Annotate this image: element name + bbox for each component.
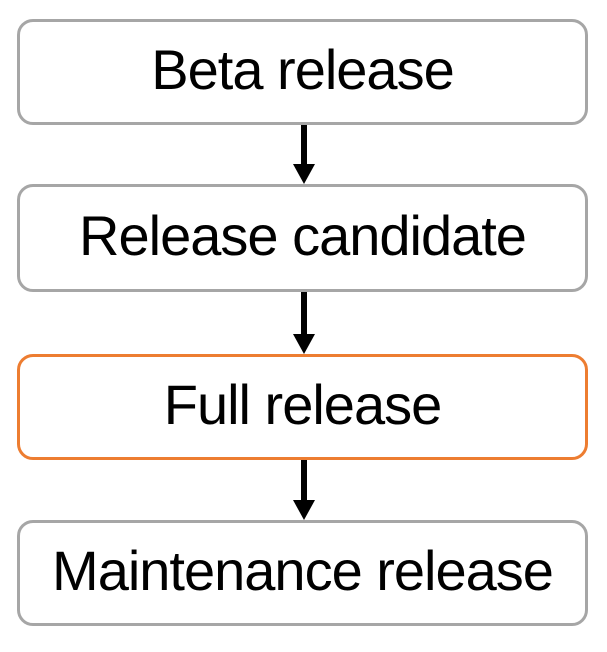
flow-node-full-release: Full release [17,354,588,460]
arrow-head-icon [292,164,315,184]
flow-node-label: Maintenance release [52,539,554,602]
flow-node-release-candidate: Release candidate [17,184,588,292]
down-arrow-connector [292,125,315,184]
flow-node-beta-release: Beta release [17,19,588,125]
down-arrow-connector [292,460,315,520]
arrow-stem [300,292,307,334]
flow-node-label: Beta release [151,38,454,101]
arrow-stem [300,460,307,500]
down-arrow-connector [292,292,315,354]
flow-node-maintenance-release: Maintenance release [17,520,588,626]
arrow-head-icon [292,334,315,354]
flow-node-label: Full release [163,373,442,436]
arrow-stem [300,125,307,164]
arrow-head-icon [292,500,315,520]
flow-node-label: Release candidate [79,204,527,267]
